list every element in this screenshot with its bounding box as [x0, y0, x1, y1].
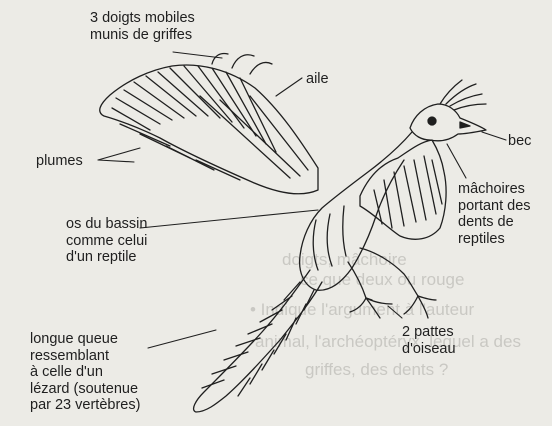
- left-wing: [100, 53, 318, 193]
- label-doigts: 3 doigts mobiles munis de griffes: [90, 10, 195, 43]
- bird-legs: [348, 248, 436, 318]
- bird-head: [410, 80, 486, 141]
- label-queue: longue queue ressemblant à celle d'un lé…: [30, 331, 140, 414]
- bird-tail: [194, 270, 322, 412]
- label-bassin: os du bassin comme celui d'un reptile: [66, 216, 147, 266]
- label-machoires: mâchoires portant des dents de reptiles: [458, 181, 531, 247]
- label-pattes: 2 pattes d'oiseau: [402, 324, 456, 357]
- label-bec: bec: [508, 133, 531, 150]
- label-plumes: plumes: [36, 153, 83, 170]
- label-aile: aile: [306, 71, 329, 88]
